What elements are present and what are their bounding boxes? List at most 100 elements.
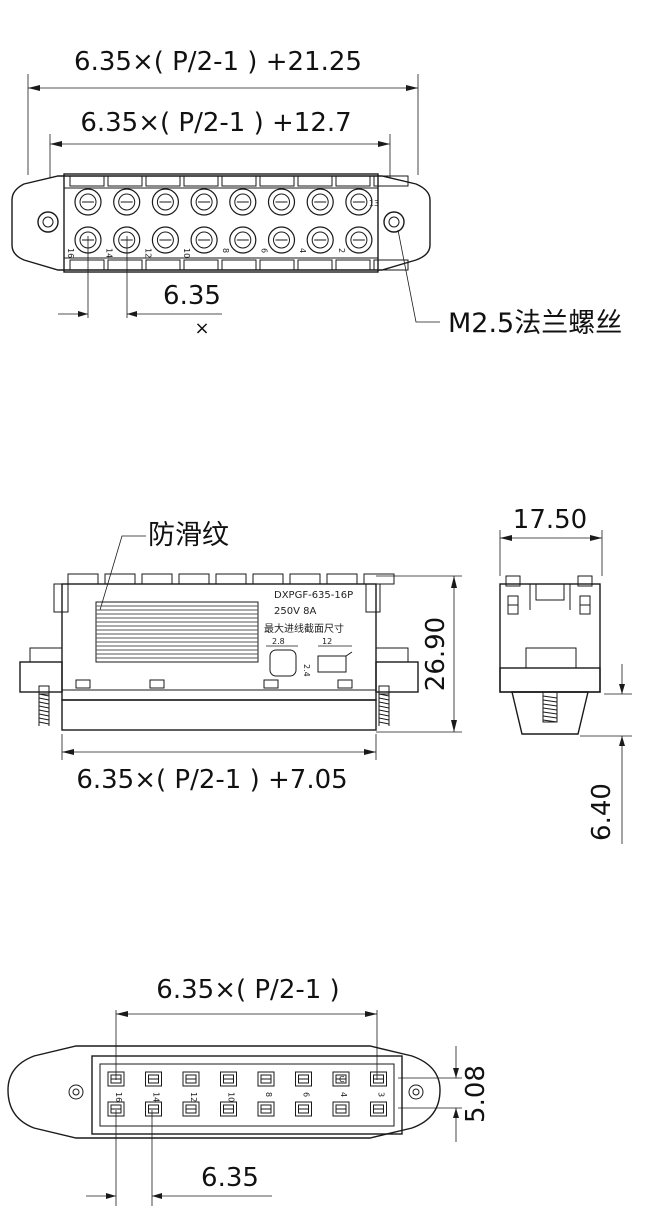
screw-head: [195, 231, 213, 249]
marking-model: DXPGF-635-16P: [274, 590, 353, 601]
screw-thread: [38, 709, 50, 713]
pin-number: 16: [114, 1092, 123, 1102]
pin-contact: [145, 1071, 162, 1087]
pin-number: 10: [182, 248, 191, 258]
side-rib: [252, 573, 284, 585]
top-view: 6.35×( P/2-1 ) +21.25 6.35×( P/2-1 ) +12…: [11, 47, 622, 339]
marking-wire-size: 最大进线截面尺寸: [264, 622, 344, 635]
screw-thread: [542, 707, 558, 711]
callout-flange-screw: M2.5法兰螺丝: [448, 308, 622, 339]
pin-number: 2: [337, 248, 346, 253]
dim-bottom-pitch: 6.35: [201, 1163, 259, 1193]
pin-contact: [370, 1101, 387, 1117]
side-view: 防滑纹 DXPGF-635-16P 250V 8A 最大进线截面尺寸 2.8 1…: [19, 520, 462, 795]
pin-contact: [220, 1101, 237, 1117]
pin-number: C: [339, 1075, 345, 1084]
screw-head: [311, 193, 329, 211]
pin-contact: [220, 1071, 237, 1087]
screw-thread: [378, 693, 390, 697]
dim-overall-length: 6.35×( P/2-1 ) +21.25: [74, 47, 362, 77]
dim-pitch-multiplier: ×: [194, 318, 209, 339]
screw-thread: [378, 721, 390, 725]
screw-thread: [542, 695, 558, 699]
pin-number: 16: [66, 248, 75, 258]
rib: [221, 259, 257, 271]
pin-contact: [107, 1071, 125, 1087]
screw-thread: [378, 709, 390, 713]
rib: [335, 259, 371, 271]
screw-thread: [38, 721, 50, 725]
screw-thread: [542, 711, 558, 715]
pin-contact: [182, 1071, 200, 1087]
rib: [183, 175, 219, 187]
marking-dim-2-4: 2.4: [302, 664, 311, 677]
pin-contact: [332, 1101, 350, 1117]
pin-number: 3: [377, 1092, 386, 1097]
screw-head: [378, 685, 390, 695]
rib: [183, 259, 219, 271]
screw-thread: [38, 705, 50, 709]
side-rib: [215, 573, 247, 585]
screw-thread: [38, 693, 50, 697]
rib: [297, 259, 333, 271]
rib: [69, 175, 105, 187]
dim-screw-depth: 6.40: [587, 783, 617, 841]
screw-head: [350, 193, 368, 211]
dim-body-length: 6.35×( P/2-1 ) +12.7: [80, 108, 351, 138]
pin-number: 8: [264, 1092, 273, 1097]
pin-number: 13: [369, 199, 379, 208]
dim-pin-span: 6.35×( P/2-1 ): [156, 975, 339, 1005]
screw-thread: [542, 715, 558, 719]
pin-number: 10: [227, 1092, 236, 1102]
screw-thread: [542, 699, 558, 703]
rib: [373, 175, 409, 187]
screw-thread: [542, 719, 558, 723]
pin-contact: [182, 1101, 200, 1117]
flange-hole-right: [383, 211, 405, 233]
pin-contact: [257, 1101, 275, 1117]
side-rib: [141, 573, 173, 585]
pin-number: 8: [221, 248, 230, 253]
pin-contact: [257, 1071, 275, 1087]
dim-width: 17.50: [513, 505, 587, 535]
screw-head: [118, 193, 136, 211]
rib: [221, 175, 257, 187]
screw-head: [156, 193, 174, 211]
flange-hole-left: [37, 211, 59, 233]
side-rib: [67, 573, 99, 585]
screw-thread: [38, 697, 50, 701]
screw-head: [273, 193, 290, 211]
screw-thread: [38, 713, 50, 717]
rib: [373, 259, 409, 271]
side-rib: [326, 573, 358, 585]
marking-dim-12: 12: [322, 637, 332, 646]
screw-thread: [378, 705, 390, 709]
callout-anti-slip: 防滑纹: [148, 520, 229, 551]
pin-number: 14: [105, 248, 114, 258]
body-outline: [63, 173, 379, 273]
pin-number: 12: [143, 248, 152, 258]
screw-thread: [378, 717, 390, 721]
marking-rating: 250V 8A: [274, 606, 316, 617]
dim-height: 26.90: [421, 617, 451, 691]
rib: [259, 259, 295, 271]
rib: [107, 175, 143, 187]
side-rib: [363, 573, 395, 585]
screw-head: [79, 193, 97, 211]
dim-row-spacing: 5.08: [461, 1065, 491, 1123]
screw-head: [273, 231, 290, 249]
rib: [107, 259, 143, 271]
screw-thread: [38, 701, 50, 705]
screw-thread: [378, 697, 390, 701]
screw-thread: [378, 713, 390, 717]
screw-thread: [38, 717, 50, 721]
pin-number: 12: [189, 1092, 198, 1102]
rib: [145, 259, 181, 271]
screw-head: [195, 193, 213, 211]
pin-number: 4: [298, 248, 307, 253]
screw-head: [234, 193, 252, 211]
pin-contact: [295, 1101, 312, 1117]
pin-contact: [370, 1071, 387, 1087]
rib: [259, 175, 295, 187]
